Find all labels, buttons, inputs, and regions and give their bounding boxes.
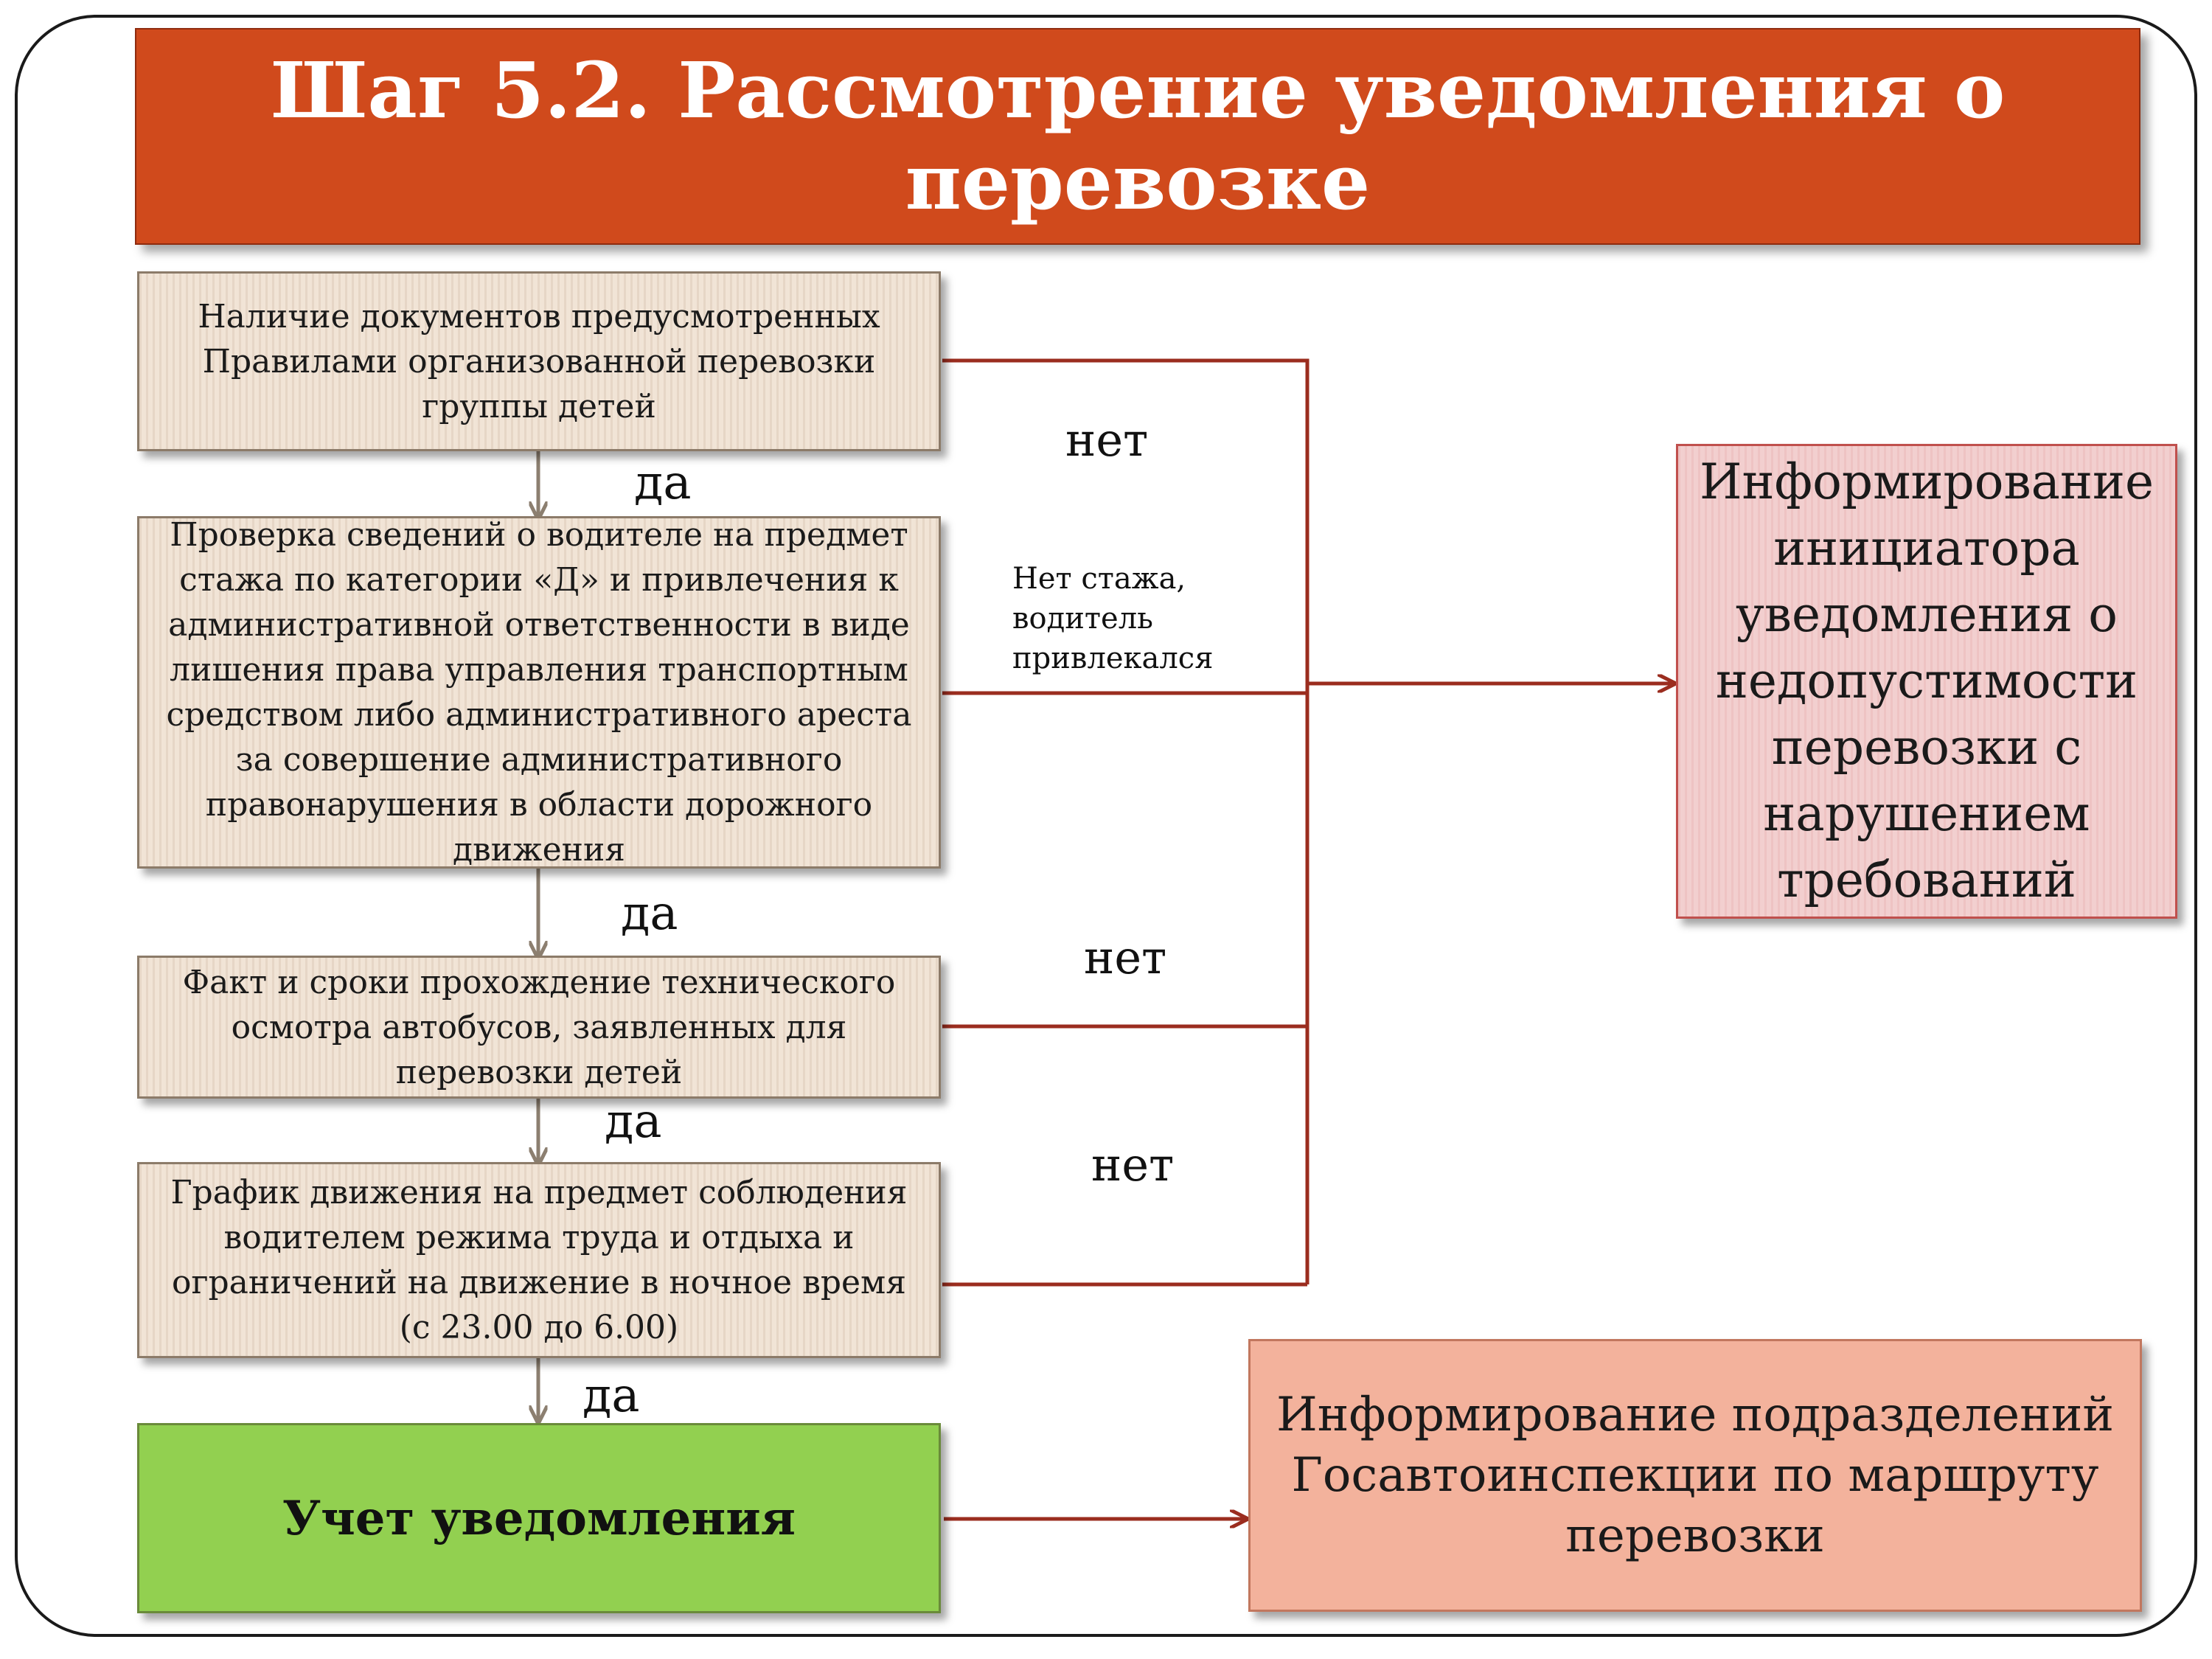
step-driver-check: Проверка сведений о водителе на предмет …: [137, 516, 941, 869]
yes-label-3: да: [605, 1094, 662, 1149]
slide-frame: [15, 15, 2197, 1637]
yes-label-1: да: [634, 456, 692, 510]
step-inspection: Факт и сроки прохождение технического ос…: [137, 956, 941, 1099]
no-label-1: нет: [1065, 413, 1149, 467]
reject-inform-text: Информирование инициатора уведомления о …: [1699, 453, 2154, 908]
no-branch-lines: [942, 358, 1310, 1287]
yes-label-2: да: [621, 886, 678, 941]
reject-inform-box: Информирование инициатора уведомления о …: [1676, 444, 2177, 919]
notify-gai-box: Информирование подразделений Госавтоинсп…: [1248, 1339, 2142, 1612]
accept-notification-box: Учет уведомления: [137, 1423, 941, 1613]
step-inspection-text: Факт и сроки прохождение технического ос…: [182, 963, 896, 1091]
no-label-3: нет: [1084, 931, 1167, 984]
step-driver-check-text: Проверка сведений о водителе на предмет …: [166, 516, 912, 869]
page-title: Шаг 5.2. Рассмотрение уведомления о пере…: [270, 45, 2006, 227]
no-label-4: нет: [1091, 1138, 1175, 1192]
no-line-1: [942, 358, 1310, 1284]
step-documents-text: Наличие документов предусмотренных Прави…: [198, 297, 880, 425]
notify-gai-text: Информирование подразделений Госавтоинсп…: [1276, 1388, 2115, 1563]
step-documents: Наличие документов предусмотренных Прави…: [137, 271, 941, 451]
step-schedule: График движения на предмет соблюдения во…: [137, 1162, 941, 1358]
yes-label-4: да: [582, 1368, 640, 1423]
title-banner: Шаг 5.2. Рассмотрение уведомления о пере…: [135, 28, 2140, 245]
step-schedule-text: График движения на предмет соблюдения во…: [170, 1174, 908, 1346]
no-label-2: Нет стажа, водитель привлекался: [1012, 562, 1214, 675]
accept-notification-text: Учет уведомления: [282, 1490, 796, 1546]
